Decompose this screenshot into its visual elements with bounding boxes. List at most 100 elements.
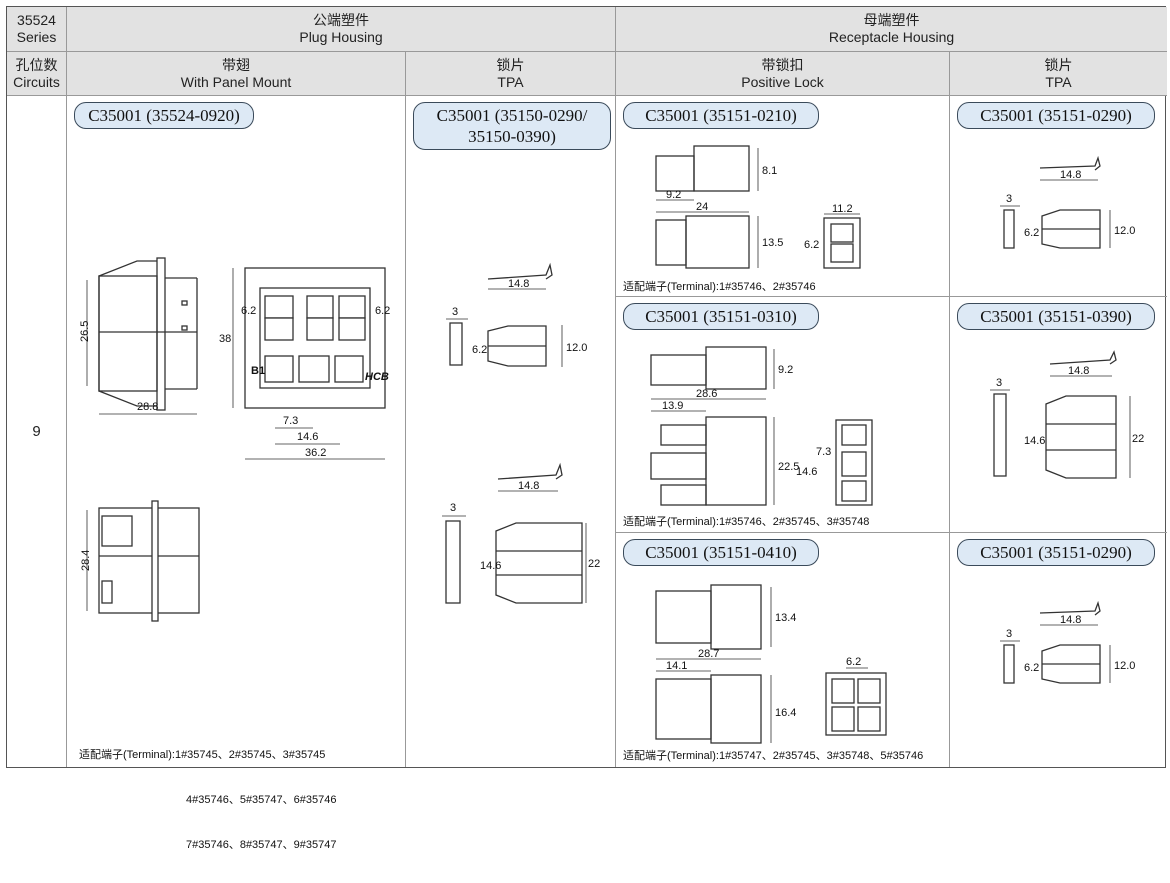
- circuits-en: Circuits: [13, 73, 60, 90]
- series-label: Series: [16, 29, 57, 45]
- mark-hcb: HCB: [365, 371, 389, 383]
- dim-h: 13.4: [775, 612, 796, 624]
- dim-tpa-thickness: 3: [450, 502, 456, 514]
- circuits-value: 9: [32, 423, 41, 440]
- terminal-label: 适配端子(Terminal):1#35747、2#35745、3#35748、5…: [623, 750, 924, 762]
- dim-pitch-left: 6.2: [241, 305, 256, 317]
- circuits-zh: 孔位数: [15, 56, 58, 73]
- receptacle-lock-cell-2: C35001 (35151-0310) 9.2 28.6 13.9 22.5 7…: [616, 297, 950, 533]
- positive-lock-zh: 带锁扣: [761, 56, 804, 73]
- dim-tpa-height: 12.0: [566, 342, 587, 354]
- dim-height: 12.0: [1114, 225, 1135, 237]
- terminal-label: 适配端子(Terminal):1#35746、2#35746: [623, 281, 816, 293]
- plug-housing-header: 公端塑件 Plug Housing: [67, 7, 616, 52]
- dim-tpa-thickness: 3: [452, 306, 458, 318]
- dim-length: 14.8: [1068, 365, 1089, 377]
- dim-a: 9.2: [666, 189, 681, 201]
- dim-length: 14.8: [1060, 169, 1081, 181]
- terminal-list: 适配端子(Terminal):1#35745、2#35745、3#35745 4…: [79, 718, 336, 883]
- circuits-header: 孔位数 Circuits: [7, 52, 67, 96]
- dim-length: 28.8: [137, 401, 158, 413]
- plug-tpa-cell: C35001 (35150-0290/ 35150-0390) 14.8 3 6…: [406, 96, 616, 767]
- dim-pitch-right: 6.2: [375, 305, 390, 317]
- part-number-badge: C35001 (35151-0290): [957, 539, 1155, 566]
- dim-c: 16.4: [775, 707, 796, 719]
- plug-tpa-en: TPA: [497, 73, 524, 90]
- tpa-2pos-drawing: 14.8 3 6.2 12.0: [446, 262, 587, 367]
- terminal-line-1: 适配端子(Terminal):1#35745、2#35745、3#35745: [79, 749, 326, 761]
- dim-height: 22: [1132, 433, 1144, 445]
- dim-b: 28.6: [696, 388, 717, 400]
- dim-height-alt: 28.4: [80, 550, 92, 571]
- plug-side-view-drawing: 26.5 28.8: [79, 257, 198, 415]
- dim-tpa-pitch: 6.2: [472, 344, 487, 356]
- spec-table: 35524 Series 公端塑件 Plug Housing 母端塑件 Rece…: [6, 6, 1167, 851]
- dim-tpa-pitch: 14.6: [480, 560, 501, 572]
- dim-p: 6.2: [804, 239, 819, 251]
- part-number-badge: C35001 (35151-0390): [957, 303, 1155, 330]
- dim-a: 14.1: [666, 660, 687, 672]
- dim-c: 13.5: [762, 237, 783, 249]
- dim-width: 36.2: [305, 447, 326, 459]
- terminal-label: 适配端子(Terminal):1#35746、2#35745、3#35748: [623, 516, 870, 528]
- receptacle-3pos-drawing: 9.2 28.6 13.9 22.5 7.3 14.6: [650, 346, 873, 506]
- positive-lock-en: Positive Lock: [741, 73, 824, 90]
- tpa-2pos-drawing: 14.8 3 6.2 12.0: [1000, 155, 1135, 249]
- part-line-2: 35150-0390): [468, 127, 556, 146]
- part-line-1: C35001 (35150-0290/: [436, 106, 588, 125]
- tpa-2pos-drawing: 14.8 3 6.2 12.0: [1000, 600, 1135, 684]
- dim-h: 8.1: [762, 165, 777, 177]
- part-number-badge: C35001 (35150-0290/ 35150-0390): [413, 102, 611, 150]
- dim-height: 12.0: [1114, 660, 1135, 672]
- part-number-badge: C35001 (35151-0210): [623, 102, 819, 129]
- dim-tpa-height: 22: [588, 558, 600, 570]
- receptacle-tpa-zh: 锁片: [1044, 56, 1073, 73]
- receptacle-tpa-cell-3: C35001 (35151-0290) 14.8 3 6.2 12.0: [950, 533, 1167, 767]
- tpa-3pos-drawing: 14.8 3 14.6 22: [442, 462, 600, 604]
- series-header: 35524 Series: [7, 7, 67, 52]
- dim-pitch: 14.6: [297, 431, 318, 443]
- dim-p: 6.2: [846, 656, 861, 668]
- receptacle-housing-zh: 母端塑件: [863, 12, 920, 28]
- dim-w: 11.2: [832, 203, 853, 215]
- circuits-cell: 9: [7, 96, 67, 767]
- part-number-badge: C35001 (35151-0310): [623, 303, 819, 330]
- part-number-badge: C35001 (35151-0290): [957, 102, 1155, 129]
- panel-mount-en: With Panel Mount: [180, 73, 292, 90]
- terminal-line-3: 7#35746、8#35747、9#35747: [186, 839, 337, 851]
- receptacle-tpa-header: 锁片 TPA: [950, 52, 1167, 96]
- receptacle-housing-en: Receptacle Housing: [828, 29, 955, 45]
- part-number-badge: C35001 (35151-0410): [623, 539, 819, 566]
- dim-tpa-length: 14.8: [508, 278, 529, 290]
- plug-housing-en: Plug Housing: [299, 29, 383, 45]
- receptacle-tpa-cell-1: C35001 (35151-0290) 14.8 3 6.2 12.0: [950, 96, 1167, 297]
- plug-alt-view-drawing: 28.4: [80, 500, 200, 622]
- receptacle-lock-cell-1: C35001 (35151-0210) 8.1 9.2 24 13.5 11.2…: [616, 96, 950, 297]
- plug-tpa-zh: 锁片: [496, 56, 525, 73]
- plug-tpa-header: 锁片 TPA: [406, 52, 616, 96]
- dim-thickness: 3: [996, 377, 1002, 389]
- dim-b: 28.7: [698, 648, 719, 660]
- series-number: 35524: [17, 12, 56, 28]
- dim-p1: 7.3: [816, 446, 831, 458]
- terminal-line-2: 4#35746、5#35747、6#35746: [186, 794, 337, 806]
- plug-front-view-drawing: B1 HCB 38 6.2 6.2 7.3 14.6 36.2: [219, 267, 390, 460]
- plug-housing-zh: 公端塑件: [313, 12, 369, 28]
- receptacle-4pos-drawing: 13.4 28.7 14.1 16.4 6.2: [655, 584, 887, 744]
- dim-height-front: 38: [219, 333, 231, 345]
- tpa-3pos-drawing: 14.8 3 14.6 22: [990, 350, 1144, 479]
- dim-b: 24: [696, 201, 708, 213]
- panel-mount-header: 带翅 With Panel Mount: [67, 52, 406, 96]
- dim-length: 14.8: [1060, 614, 1081, 626]
- dim-half-pitch: 7.3: [283, 415, 298, 427]
- positive-lock-header: 带锁扣 Positive Lock: [616, 52, 950, 96]
- panel-mount-zh: 带翅: [222, 56, 250, 73]
- plug-panel-cell: C35001 (35524-0920) 26.5 28.8: [67, 96, 406, 851]
- dim-c: 22.5: [778, 461, 799, 473]
- dim-pitch: 6.2: [1024, 662, 1039, 674]
- receptacle-lock-cell-3: C35001 (35151-0410) 13.4 28.7 14.1 16.4 …: [616, 533, 950, 767]
- dim-pitch: 6.2: [1024, 227, 1039, 239]
- dim-thickness: 3: [1006, 193, 1012, 205]
- dim-tpa-length: 14.8: [518, 480, 539, 492]
- mark-b1: B1: [251, 365, 265, 377]
